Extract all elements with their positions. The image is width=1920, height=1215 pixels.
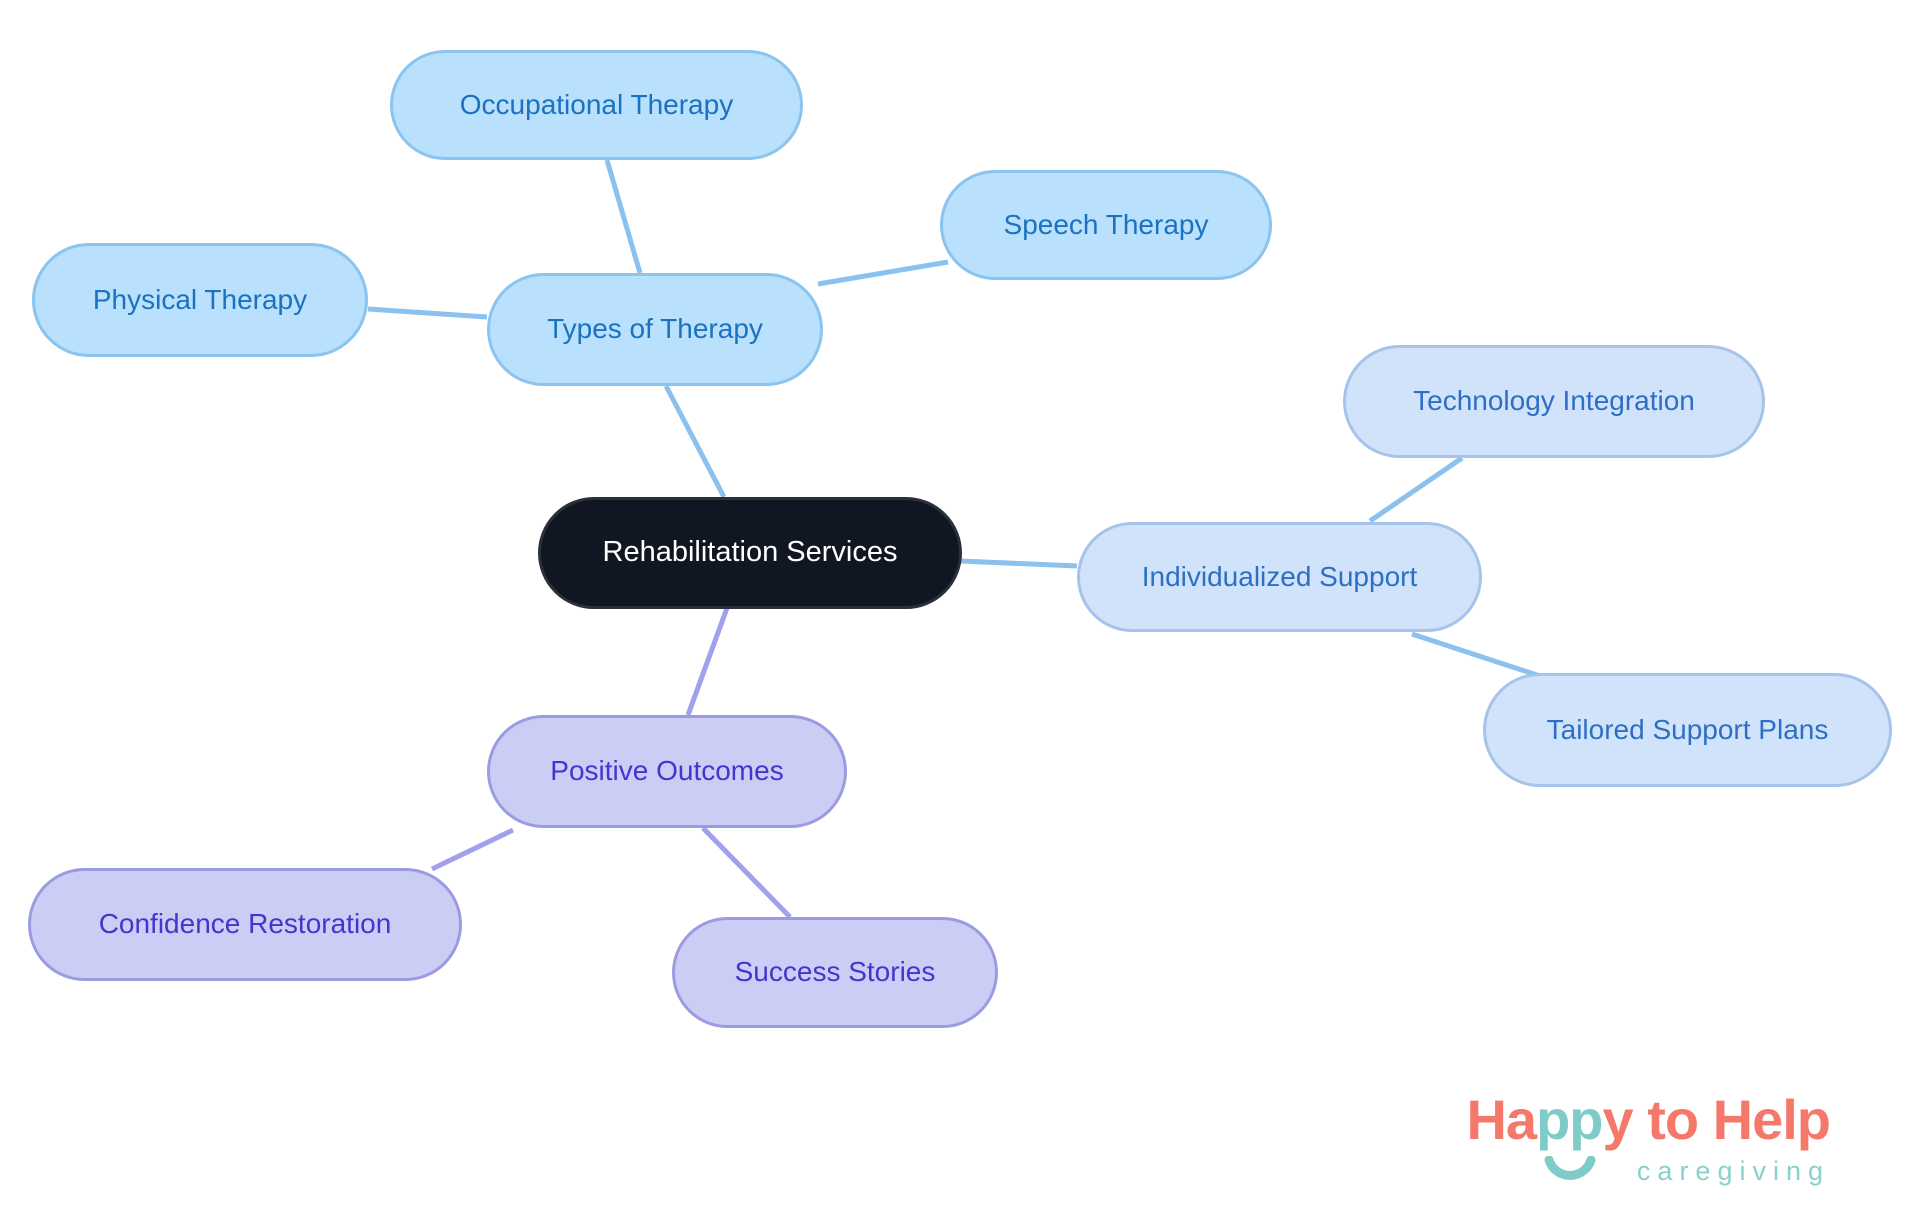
- node-tailored-support-plans: Tailored Support Plans: [1483, 673, 1892, 787]
- node-types-of-therapy: Types of Therapy: [487, 273, 823, 386]
- node-label: Confidence Restoration: [98, 908, 392, 940]
- edge-positive-confidence: [430, 827, 515, 872]
- node-label: Types of Therapy: [547, 313, 763, 345]
- node-technology-integration: Technology Integration: [1343, 345, 1765, 458]
- logo-text-coral: Ha: [1466, 1088, 1537, 1151]
- node-label: Rehabilitation Services: [602, 536, 898, 569]
- node-label: Speech Therapy: [1003, 208, 1209, 240]
- node-occupational-therapy: Occupational Therapy: [390, 50, 803, 160]
- node-label: Physical Therapy: [92, 283, 308, 315]
- edge-root-positive: [685, 607, 730, 716]
- edge-individualized-technology: [1368, 455, 1464, 524]
- logo-tagline: caregiving: [1636, 1156, 1830, 1186]
- node-label: Tailored Support Plans: [1546, 713, 1829, 745]
- edge-positive-success: [701, 826, 792, 919]
- logo-text-coral: to: [1632, 1088, 1713, 1151]
- node-label: Occupational Therapy: [459, 88, 734, 120]
- node-success-stories: Success Stories: [672, 917, 998, 1028]
- edge-speech-types: [817, 259, 949, 287]
- edge-physical-types: [367, 306, 488, 320]
- edge-types-root: [663, 384, 727, 499]
- node-label: Individualized Support: [1141, 560, 1418, 592]
- logo-text-coral: y: [1602, 1088, 1634, 1151]
- node-physical-therapy: Physical Therapy: [32, 243, 368, 357]
- smile-icon: [1544, 1156, 1596, 1180]
- node-positive-outcomes: Positive Outcomes: [487, 715, 847, 828]
- node-individualized-support: Individualized Support: [1077, 522, 1482, 632]
- logo-text-teal-pp: pp: [1536, 1092, 1604, 1180]
- edge-occupational-types: [604, 159, 643, 274]
- node-label: Success Stories: [734, 956, 936, 988]
- node-confidence-restoration: Confidence Restoration: [28, 868, 462, 981]
- node-speech-therapy: Speech Therapy: [940, 170, 1272, 280]
- node-label: Technology Integration: [1413, 385, 1695, 417]
- edge-root-individualized: [959, 558, 1078, 569]
- logo-pp-letters: pp: [1536, 1088, 1603, 1151]
- logo-text-coral: Help: [1712, 1088, 1831, 1151]
- node-rehabilitation-services: Rehabilitation Services: [538, 497, 962, 609]
- node-label: Positive Outcomes: [550, 755, 784, 787]
- edge-individualized-tailored: [1411, 631, 1541, 679]
